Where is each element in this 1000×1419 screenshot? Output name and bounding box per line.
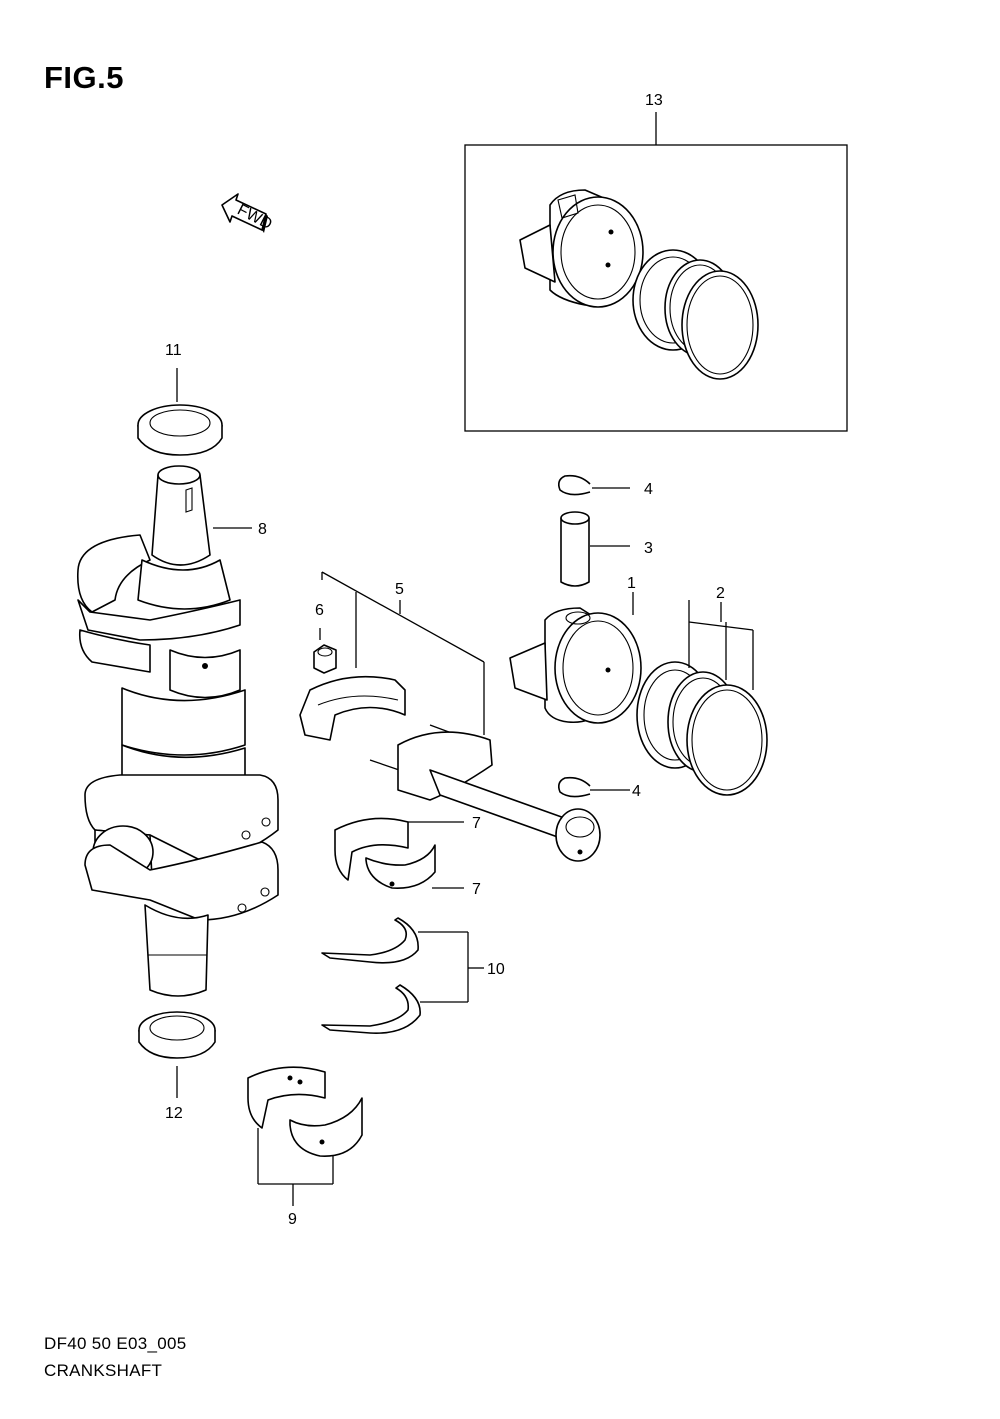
callout-12: 12	[165, 1105, 183, 1122]
callout-7-lower: 7	[472, 881, 481, 898]
leader-lines	[176, 368, 754, 1206]
callout-4-lower: 4	[632, 783, 641, 800]
callout-10: 10	[487, 961, 505, 978]
callout-1: 1	[627, 575, 636, 592]
figure-title: FIG.5	[44, 60, 125, 95]
piston-kit-box	[464, 112, 848, 432]
kit-piston-rings	[632, 249, 759, 380]
callout-11: 11	[165, 342, 182, 359]
callout-8: 8	[258, 521, 267, 538]
callout-5: 5	[395, 581, 404, 598]
piston-ring-set	[636, 661, 768, 796]
main-bearing-upper	[247, 1066, 326, 1129]
rod-bearing-upper	[334, 817, 409, 881]
fwd-arrow-icon: FWD	[221, 193, 275, 233]
callout-3: 3	[644, 540, 653, 557]
callout-2: 2	[716, 585, 725, 602]
thrust-washer-lower	[321, 984, 421, 1034]
section-name: CRANKSHAFT	[44, 1361, 163, 1380]
callout-numbers: 13 11 8 4 3 5 6 1 2 4 7 7 10 12 9	[165, 92, 725, 1228]
circlip-lower	[558, 776, 591, 798]
circlip-upper	[558, 474, 591, 496]
rod-bearing-lower	[365, 844, 436, 889]
kit-piston	[519, 189, 644, 308]
fwd-label: FWD	[234, 201, 274, 233]
oil-seal-lower	[138, 1011, 216, 1059]
piston-pin	[560, 511, 590, 587]
crankshaft	[76, 404, 279, 1059]
rod-nut	[313, 644, 337, 674]
callout-4-upper: 4	[644, 481, 653, 498]
piston	[509, 607, 642, 724]
thrust-washer-upper	[321, 917, 419, 964]
callout-13: 13	[645, 92, 663, 109]
oil-seal-upper	[137, 404, 223, 456]
connecting-rod-assembly	[299, 675, 601, 862]
callout-6: 6	[315, 602, 324, 619]
main-bearing-lower	[289, 1097, 363, 1157]
callout-9: 9	[288, 1211, 297, 1228]
model-code: DF40 50 E03_005	[44, 1334, 187, 1353]
callout-7-upper: 7	[472, 815, 481, 832]
